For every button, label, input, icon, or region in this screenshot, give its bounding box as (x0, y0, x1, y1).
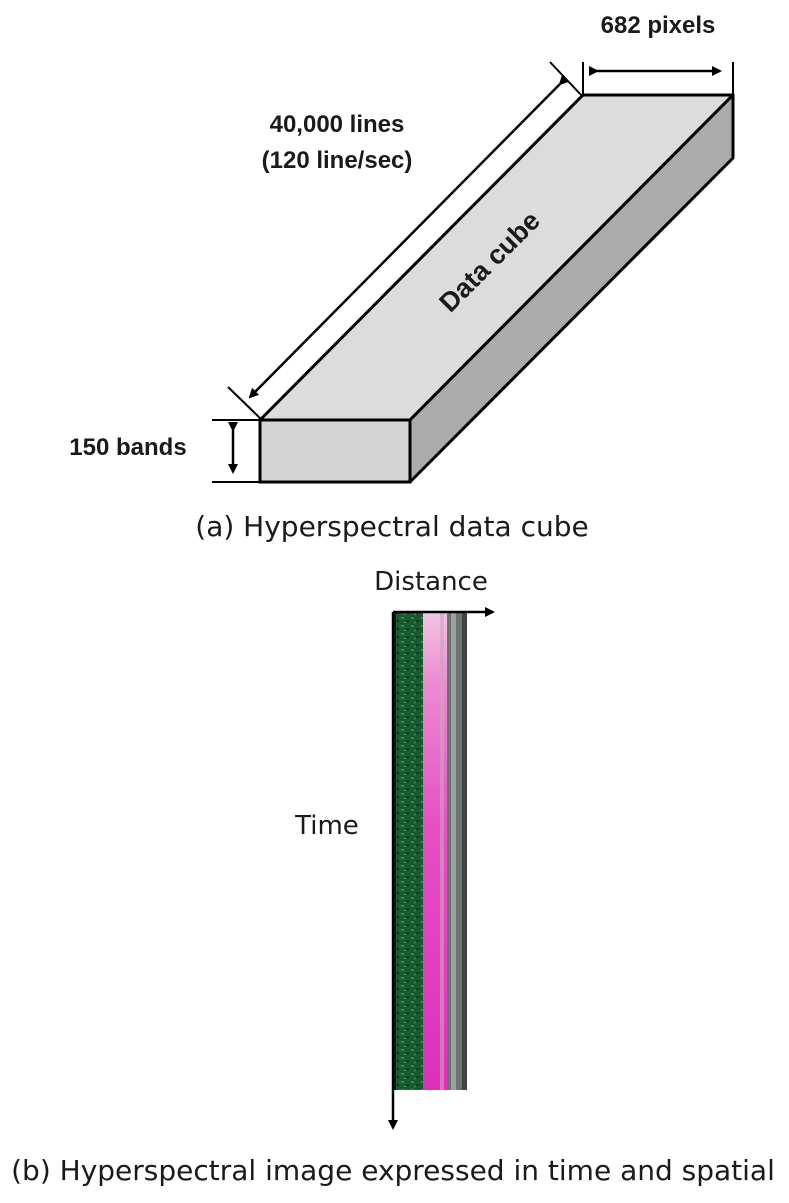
strip-green-band (393, 612, 423, 1090)
time-label: Time (294, 811, 359, 841)
lines-dimension (227, 61, 584, 421)
cube-front-face (258, 418, 412, 484)
pixels-label: 682 pixels (601, 12, 716, 39)
distance-label: Distance (374, 567, 488, 597)
caption-b: (b) Hyperspectral image expressed in tim… (11, 1154, 775, 1187)
pixels-dimension (582, 62, 734, 96)
bands-dimension (212, 419, 262, 483)
hyperspectral-strip (393, 612, 467, 1090)
lines-label: 40,000 lines (270, 111, 405, 138)
axes (388, 607, 495, 1130)
bands-label: 150 bands (69, 434, 186, 461)
rate-label: (120 line/sec) (262, 147, 413, 174)
lines-arrow (248, 74, 570, 399)
caption-a: (a) Hyperspectral data cube (195, 510, 588, 543)
